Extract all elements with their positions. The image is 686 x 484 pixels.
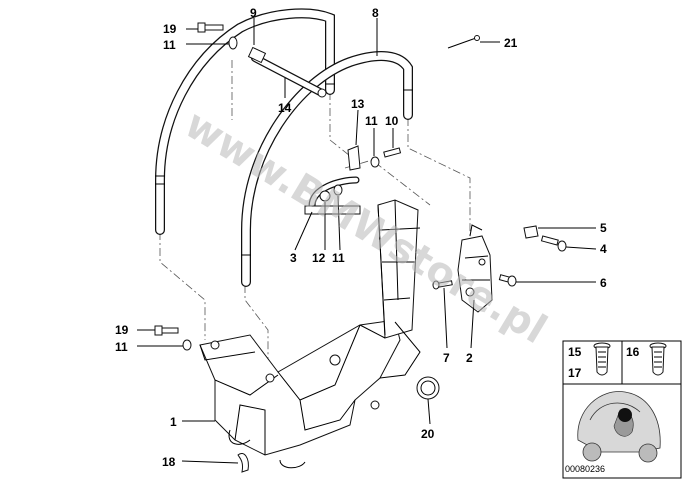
plate-5[interactable] [523, 225, 539, 239]
callout-2[interactable]: 2 [466, 351, 473, 365]
callout-14[interactable]: 14 [278, 101, 292, 115]
washer-11-lower[interactable] [333, 184, 343, 196]
rivet-nut-16[interactable] [649, 342, 667, 376]
callout-19-top[interactable]: 19 [163, 22, 177, 36]
screw-4[interactable] [540, 235, 567, 252]
washer-11-top[interactable] [228, 36, 238, 50]
side-bracket-2[interactable] [457, 224, 493, 313]
watermark: www.BMWstore.pl [177, 101, 554, 353]
callout-12[interactable]: 12 [312, 251, 326, 265]
callout-4[interactable]: 4 [600, 242, 607, 256]
callout-9[interactable]: 9 [250, 6, 257, 20]
callout-10[interactable]: 10 [385, 114, 399, 128]
screw-19-top[interactable] [197, 22, 224, 33]
callout-7[interactable]: 7 [443, 351, 450, 365]
callout-11-lower[interactable]: 11 [332, 251, 345, 265]
leader-lines [137, 18, 597, 464]
callout-11-top[interactable]: 11 [163, 38, 176, 52]
clip-18[interactable] [237, 453, 249, 473]
callout-8[interactable]: 8 [372, 6, 379, 20]
catalog-number: 00080236 [565, 464, 605, 474]
callout-19-lower[interactable]: 19 [115, 323, 129, 337]
callout-17[interactable]: 17 [568, 366, 582, 380]
screw-6[interactable] [498, 274, 517, 287]
scooter-illustration [577, 391, 661, 463]
callout-16[interactable]: 16 [626, 345, 640, 359]
washer-11-left[interactable] [182, 339, 192, 351]
washer-11-mid[interactable] [370, 156, 380, 168]
callouts: 19 11 9 8 21 14 13 11 10 3 12 11 5 4 6 7… [115, 6, 607, 469]
roll-bar-front[interactable] [241, 51, 413, 287]
callout-11-left[interactable]: 11 [115, 340, 128, 354]
cap-20[interactable] [416, 376, 440, 400]
callout-3[interactable]: 3 [290, 251, 297, 265]
callout-15[interactable]: 15 [568, 345, 582, 359]
callout-11-mid[interactable]: 11 [365, 114, 378, 128]
screw-7[interactable] [432, 280, 453, 290]
callout-13[interactable]: 13 [351, 97, 365, 111]
rivet-nut-15-17[interactable] [593, 342, 611, 376]
screw-10[interactable] [383, 147, 402, 158]
callout-6[interactable]: 6 [600, 276, 607, 290]
seat-bracket-3[interactable] [304, 176, 361, 215]
main-frame[interactable] [199, 199, 421, 469]
callout-1[interactable]: 1 [170, 415, 177, 429]
bracket-13[interactable] [347, 145, 361, 171]
callout-5[interactable]: 5 [600, 221, 607, 235]
callout-21[interactable]: 21 [504, 36, 518, 50]
nut-12[interactable] [319, 190, 331, 202]
roll-bar-rear[interactable] [155, 8, 335, 235]
callout-20[interactable]: 20 [421, 427, 435, 441]
cross-strut[interactable] [247, 46, 327, 98]
screw-19-lower[interactable] [154, 325, 179, 336]
callout-18[interactable]: 18 [162, 455, 176, 469]
inset-panel: 15 17 16 00080236 [562, 340, 682, 479]
pin-21[interactable] [447, 35, 480, 49]
